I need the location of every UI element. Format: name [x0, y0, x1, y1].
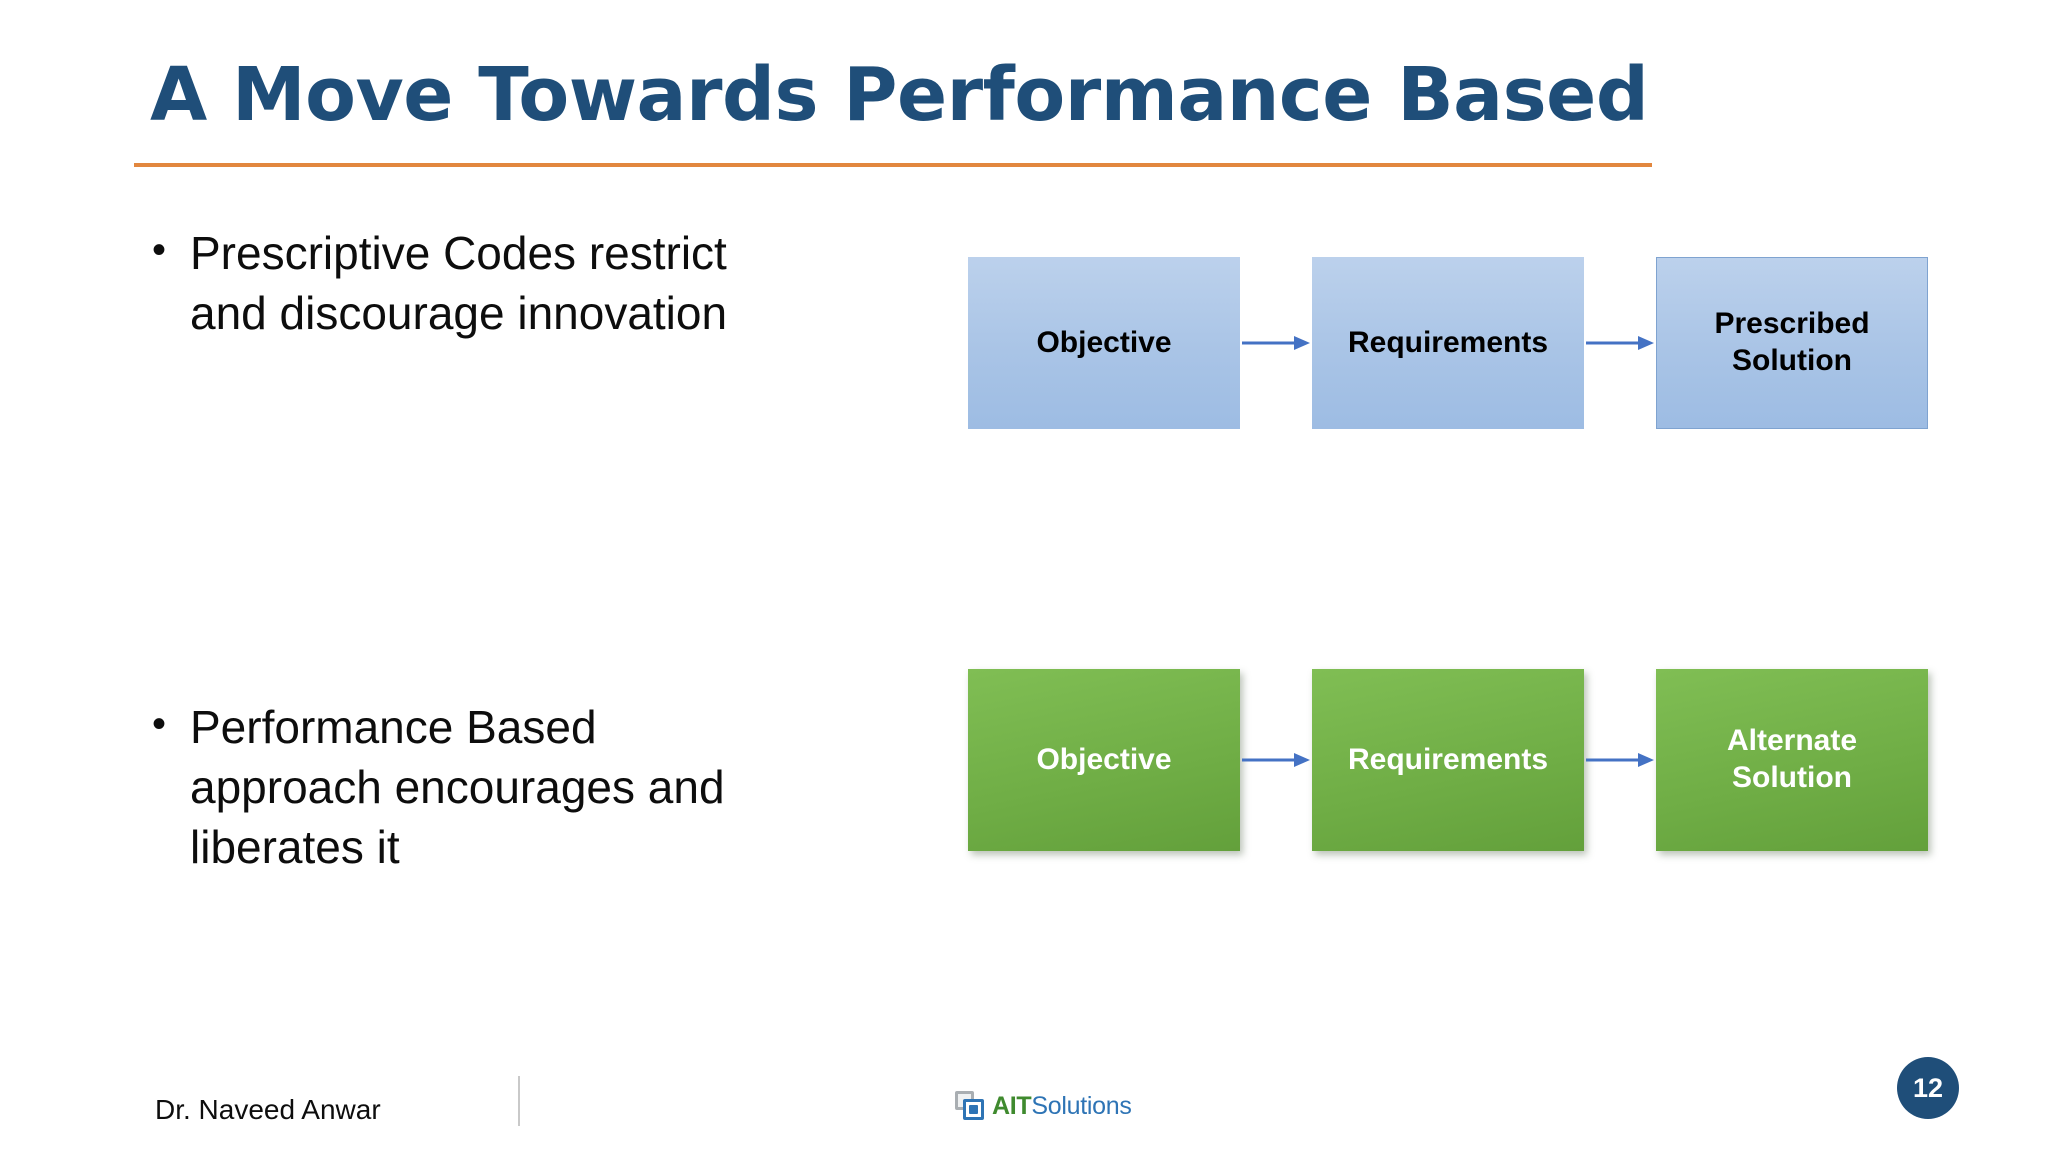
- bullet-item-1: • Prescriptive Codes restrict and discou…: [152, 224, 772, 344]
- flow-arrow-icon: [1584, 748, 1656, 772]
- flow-node-requirements-blue: Requirements: [1312, 257, 1584, 429]
- page-title: A Move Towards Performance Based: [150, 52, 1649, 138]
- page-number-badge: 12: [1897, 1057, 1959, 1119]
- performance-based-flow-diagram: Objective Requirements Alternate Solutio…: [968, 669, 1928, 851]
- bullet-text-1: Prescriptive Codes restrict and discoura…: [190, 227, 728, 339]
- flow-arrow-icon: [1240, 748, 1312, 772]
- logo-wordmark: AITSolutions: [992, 1091, 1132, 1120]
- flow-arrow-icon: [1584, 331, 1656, 355]
- flow-node-alternate-solution: Alternate Solution: [1656, 669, 1928, 851]
- flow-node-requirements-green: Requirements: [1312, 669, 1584, 851]
- flow-node-prescribed-solution: Prescribed Solution: [1656, 257, 1928, 429]
- logo-text-solutions: Solutions: [1031, 1091, 1132, 1120]
- overlapping-squares-icon: [955, 1091, 985, 1121]
- footer-divider: [518, 1076, 520, 1126]
- bullet-item-2: • Performance Based approach encourages …: [152, 698, 772, 877]
- bullet-text-2: Performance Based approach encourages an…: [190, 701, 725, 873]
- flow-node-objective-green: Objective: [968, 669, 1240, 851]
- footer-author: Dr. Naveed Anwar: [155, 1094, 381, 1125]
- ait-solutions-logo: AITSolutions: [955, 1089, 1132, 1123]
- bullet-marker-icon: •: [152, 228, 167, 272]
- flow-arrow-icon: [1240, 331, 1312, 355]
- logo-text-ait: AIT: [992, 1091, 1032, 1120]
- bullet-marker-icon: •: [152, 702, 167, 746]
- prescriptive-flow-diagram: Objective Requirements Prescribed Soluti…: [968, 257, 1928, 429]
- flow-node-objective-blue: Objective: [968, 257, 1240, 429]
- title-underline-rule: [134, 163, 1652, 167]
